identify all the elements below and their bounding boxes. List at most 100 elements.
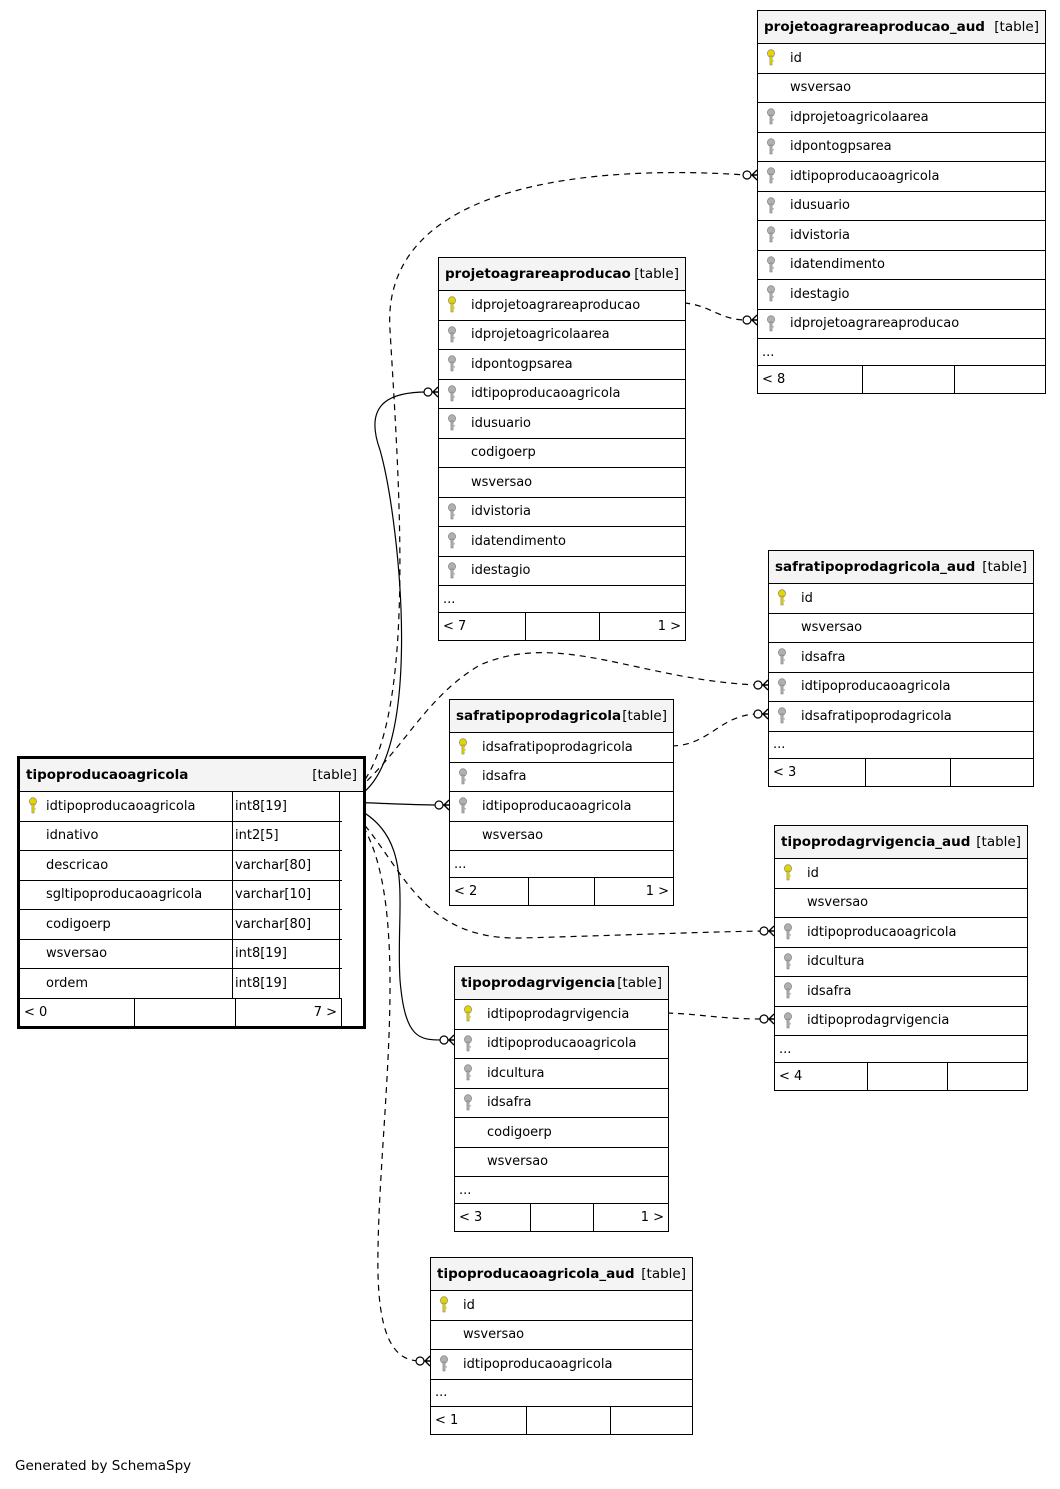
table-type-tag: [table] xyxy=(622,708,667,724)
table-type-tag: [table] xyxy=(641,1266,686,1282)
table-name: tipoproducaoagricola xyxy=(26,767,189,783)
table-tipoproducaoagricola[interactable]: tipoproducaoagricola [table] idtipoprodu… xyxy=(17,756,366,1029)
table-row: idsafra xyxy=(450,763,673,792)
column-name: idprojetoagricolaarea xyxy=(471,327,610,343)
edge-to-projetoagrareaproducao xyxy=(341,391,428,803)
table-row: idatendimento xyxy=(439,527,685,557)
table-row: idsafra xyxy=(455,1089,668,1118)
table-name: tipoprodagrvigencia_aud xyxy=(781,834,971,850)
column-name: idpontogpsarea xyxy=(790,139,892,155)
column-name: ordem xyxy=(46,975,88,991)
more-columns-ellipsis: ... xyxy=(769,732,1033,759)
table-safratipoprodagricola-aud[interactable]: safratipoprodagricola_aud[table]id wsvers… xyxy=(768,550,1034,787)
foreign-key-icon xyxy=(455,1094,481,1112)
table-row: idtipoproducaoagricola int8[19] xyxy=(20,792,342,822)
foreign-key-icon xyxy=(758,285,784,303)
table-type-tag: [table] xyxy=(976,834,1021,850)
table-name: safratipoprodagricola_aud xyxy=(775,559,976,575)
column-name: wsversao xyxy=(801,620,863,636)
column-name: idsafra xyxy=(482,769,527,785)
parent-count: < 4 xyxy=(775,1063,869,1090)
crowfoot-end xyxy=(415,1355,431,1367)
foreign-key-icon xyxy=(758,167,784,185)
column-name: codigoerp xyxy=(471,445,536,461)
table-type-tag: [table] xyxy=(617,975,662,991)
crowfoot-end xyxy=(759,1013,775,1025)
table-row: idtipoproducaoagricola xyxy=(450,792,673,822)
table-row: idtipoproducaoagricola xyxy=(439,380,685,409)
column-type: varchar[80] xyxy=(233,910,340,939)
table-row: idpontogpsarea xyxy=(439,350,685,380)
column-name: idtipoproducaoagricola xyxy=(801,679,951,695)
table-footer: < 3 xyxy=(769,758,1033,786)
child-count: 1 > xyxy=(640,1210,664,1225)
crowfoot-end xyxy=(753,679,769,691)
table-row: idprojetoagrareaproducao xyxy=(439,291,685,321)
table-row: idvistoria xyxy=(758,221,1045,251)
table-safratipoprodagricola[interactable]: safratipoprodagricola[table]idsafratipop… xyxy=(449,699,674,906)
foreign-key-icon xyxy=(758,138,784,156)
column-name: idcultura xyxy=(807,954,865,970)
column-name: idsafra xyxy=(801,649,846,665)
parent-count: < 0 xyxy=(20,998,135,1026)
table-header: tipoproducaoagricola_aud[table] xyxy=(431,1258,692,1291)
primary-key-icon xyxy=(455,1005,481,1023)
column-name: idtipoprodagrvigencia xyxy=(807,1013,950,1029)
crowfoot-end xyxy=(753,708,769,720)
child-count: 1 > xyxy=(657,619,681,634)
table-tipoprodagrvigencia[interactable]: tipoprodagrvigencia[table]idtipoprodagrv… xyxy=(454,966,669,1232)
column-name: idtipoproducaoagricola xyxy=(807,924,957,940)
column-name: idtipoproducaoagricola xyxy=(46,798,196,814)
crowfoot-end xyxy=(423,386,439,398)
foreign-key-icon xyxy=(439,562,465,580)
table-row: wsversao xyxy=(769,614,1033,643)
table-row: idtipoproducaoagricola xyxy=(769,673,1033,702)
foreign-key-icon xyxy=(439,355,465,373)
table-row: codigoerp varchar[80] xyxy=(20,910,342,940)
column-name: idprojetoagrareaproducao xyxy=(790,316,960,332)
table-footer: < 8 xyxy=(758,366,1045,393)
foreign-key-icon xyxy=(455,1035,481,1053)
column-name: descricao xyxy=(46,857,109,873)
edge-pk-to-projetoagrareaproducao-aud xyxy=(683,302,747,321)
column-type: varchar[10] xyxy=(233,880,340,909)
foreign-key-icon xyxy=(758,226,784,244)
column-name: id xyxy=(801,590,813,606)
table-name: tipoprodagrvigencia xyxy=(461,975,616,991)
primary-key-icon xyxy=(450,738,476,756)
child-count xyxy=(955,366,1045,393)
table-header: tipoprodagrvigencia_aud [table] xyxy=(775,826,1027,859)
table-header: safratipoprodagricola_aud[table] xyxy=(769,551,1033,584)
table-type-tag: [table] xyxy=(994,19,1039,35)
table-footer: < 0 7 > xyxy=(20,998,342,1026)
parent-count: < 3 xyxy=(455,1204,532,1231)
table-row: codigoerp xyxy=(455,1118,668,1148)
table-row: wsversao xyxy=(450,822,673,851)
table-row: idtipoproducaoagricola xyxy=(431,1350,692,1380)
more-columns-ellipsis: ... xyxy=(758,339,1045,366)
table-header: projetoagrareaproducao_aud [table] xyxy=(758,11,1045,44)
child-count xyxy=(951,759,1033,786)
column-name: idtipoproducaoagricola xyxy=(487,1036,637,1052)
column-name: idnativo xyxy=(46,828,99,844)
column-name: codigoerp xyxy=(46,916,111,932)
table-row: idatendimento xyxy=(758,251,1045,280)
table-header: tipoprodagrvigencia[table] xyxy=(455,967,668,1000)
table-row: id xyxy=(431,1291,692,1321)
table-row: wsversao xyxy=(758,74,1045,103)
table-row: id xyxy=(775,859,1027,889)
table-name: projetoagrareaproducao_aud xyxy=(764,19,985,35)
table-row: id xyxy=(758,44,1045,74)
table-row: wsversao xyxy=(439,468,685,498)
foreign-key-icon xyxy=(758,108,784,126)
table-header: projetoagrareaproducao[table] xyxy=(439,258,685,291)
column-name: idtipoproducaoagricola xyxy=(482,798,632,814)
foreign-key-icon xyxy=(431,1355,457,1373)
table-row: idtipoproducaoagricola xyxy=(455,1030,668,1059)
column-name: wsversao xyxy=(487,1154,549,1170)
foreign-key-icon xyxy=(439,326,465,344)
table-projetoagrareaproducao[interactable]: projetoagrareaproducao[table]idprojetoag… xyxy=(438,257,686,641)
